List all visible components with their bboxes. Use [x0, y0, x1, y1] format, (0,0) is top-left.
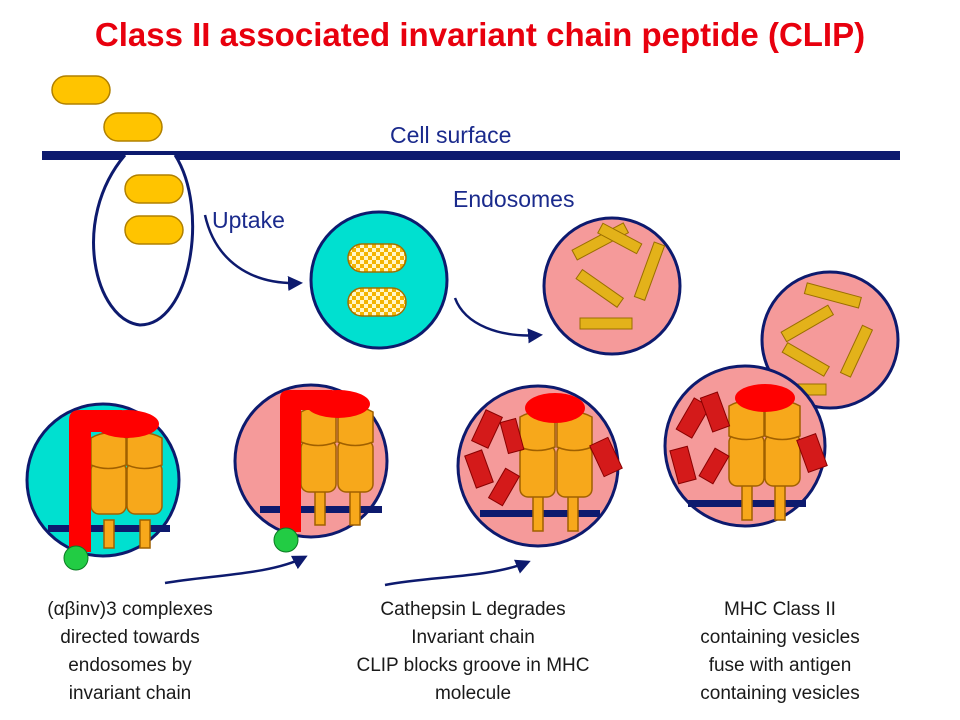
caption-fusion-line-4: containing vesicles: [700, 683, 860, 704]
caption-fusion: MHC Class II containing vesicles fuse wi…: [660, 596, 900, 708]
antigen: [124, 215, 184, 245]
caption-cathepsin-line-4: molecule: [434, 683, 512, 704]
caption-complexes: (αβinv)3 complexes directed towards endo…: [10, 596, 250, 708]
clip-peptide: [306, 390, 370, 418]
invariant-chain: [69, 410, 122, 552]
caption-fusion-line-2: containing vesicles: [700, 627, 860, 648]
clip-peptide: [95, 410, 159, 438]
caption-cathepsin-line-2: Invariant chain: [411, 627, 535, 648]
vesicle-step-3: [456, 384, 623, 548]
degrading-antigen: [347, 287, 407, 317]
caption-cathepsin: Cathepsin L degrades Invariant chain CLI…: [318, 596, 628, 708]
vesicle-step-1: [25, 402, 181, 571]
degrading-antigen: [347, 243, 407, 273]
cell-surface-label: Cell surface: [390, 122, 512, 148]
membrane-anchor: [63, 545, 89, 571]
antigen: [51, 75, 111, 105]
uptake-label: Uptake: [212, 207, 285, 233]
invariant-chain-fragments: [669, 391, 828, 485]
caption-complexes-line-4: invariant chain: [68, 683, 192, 704]
mhc-class-ii: [90, 432, 163, 549]
page-title: Class II associated invariant chain pept…: [94, 16, 866, 53]
caption-fusion-line-1: MHC Class II: [724, 599, 836, 620]
caption-complexes-line-1: (αβinv)3 complexes: [47, 599, 213, 620]
caption-cathepsin-line-1: Cathepsin L degrades: [380, 599, 566, 620]
invariant-chain: [280, 390, 332, 532]
clip-peptide: [735, 384, 795, 412]
caption-complexes-line-2: directed towards: [60, 627, 200, 648]
peptide-fragments: [571, 222, 666, 330]
caption-cathepsin-line-3: CLIP blocks groove in MHC: [356, 655, 590, 676]
early-endosome: [309, 210, 449, 350]
invariant-chain-fragments: [464, 409, 623, 507]
antigen-group: [51, 75, 184, 245]
vesicle-step-2: [233, 383, 389, 553]
membrane-anchor: [273, 527, 299, 553]
clip-peptide: [525, 393, 585, 423]
mhc-class-ii: [728, 400, 801, 521]
endosomes-label: Endosomes: [453, 186, 575, 212]
caption-complexes-line-3: endosomes by: [68, 655, 192, 676]
antigen: [124, 174, 184, 204]
caption-fusion-line-3: fuse with antigen: [708, 655, 852, 676]
antigen: [103, 112, 163, 142]
vesicle-step-4: [663, 364, 828, 528]
late-endosome: [542, 216, 682, 356]
process-arrows: [164, 214, 543, 587]
